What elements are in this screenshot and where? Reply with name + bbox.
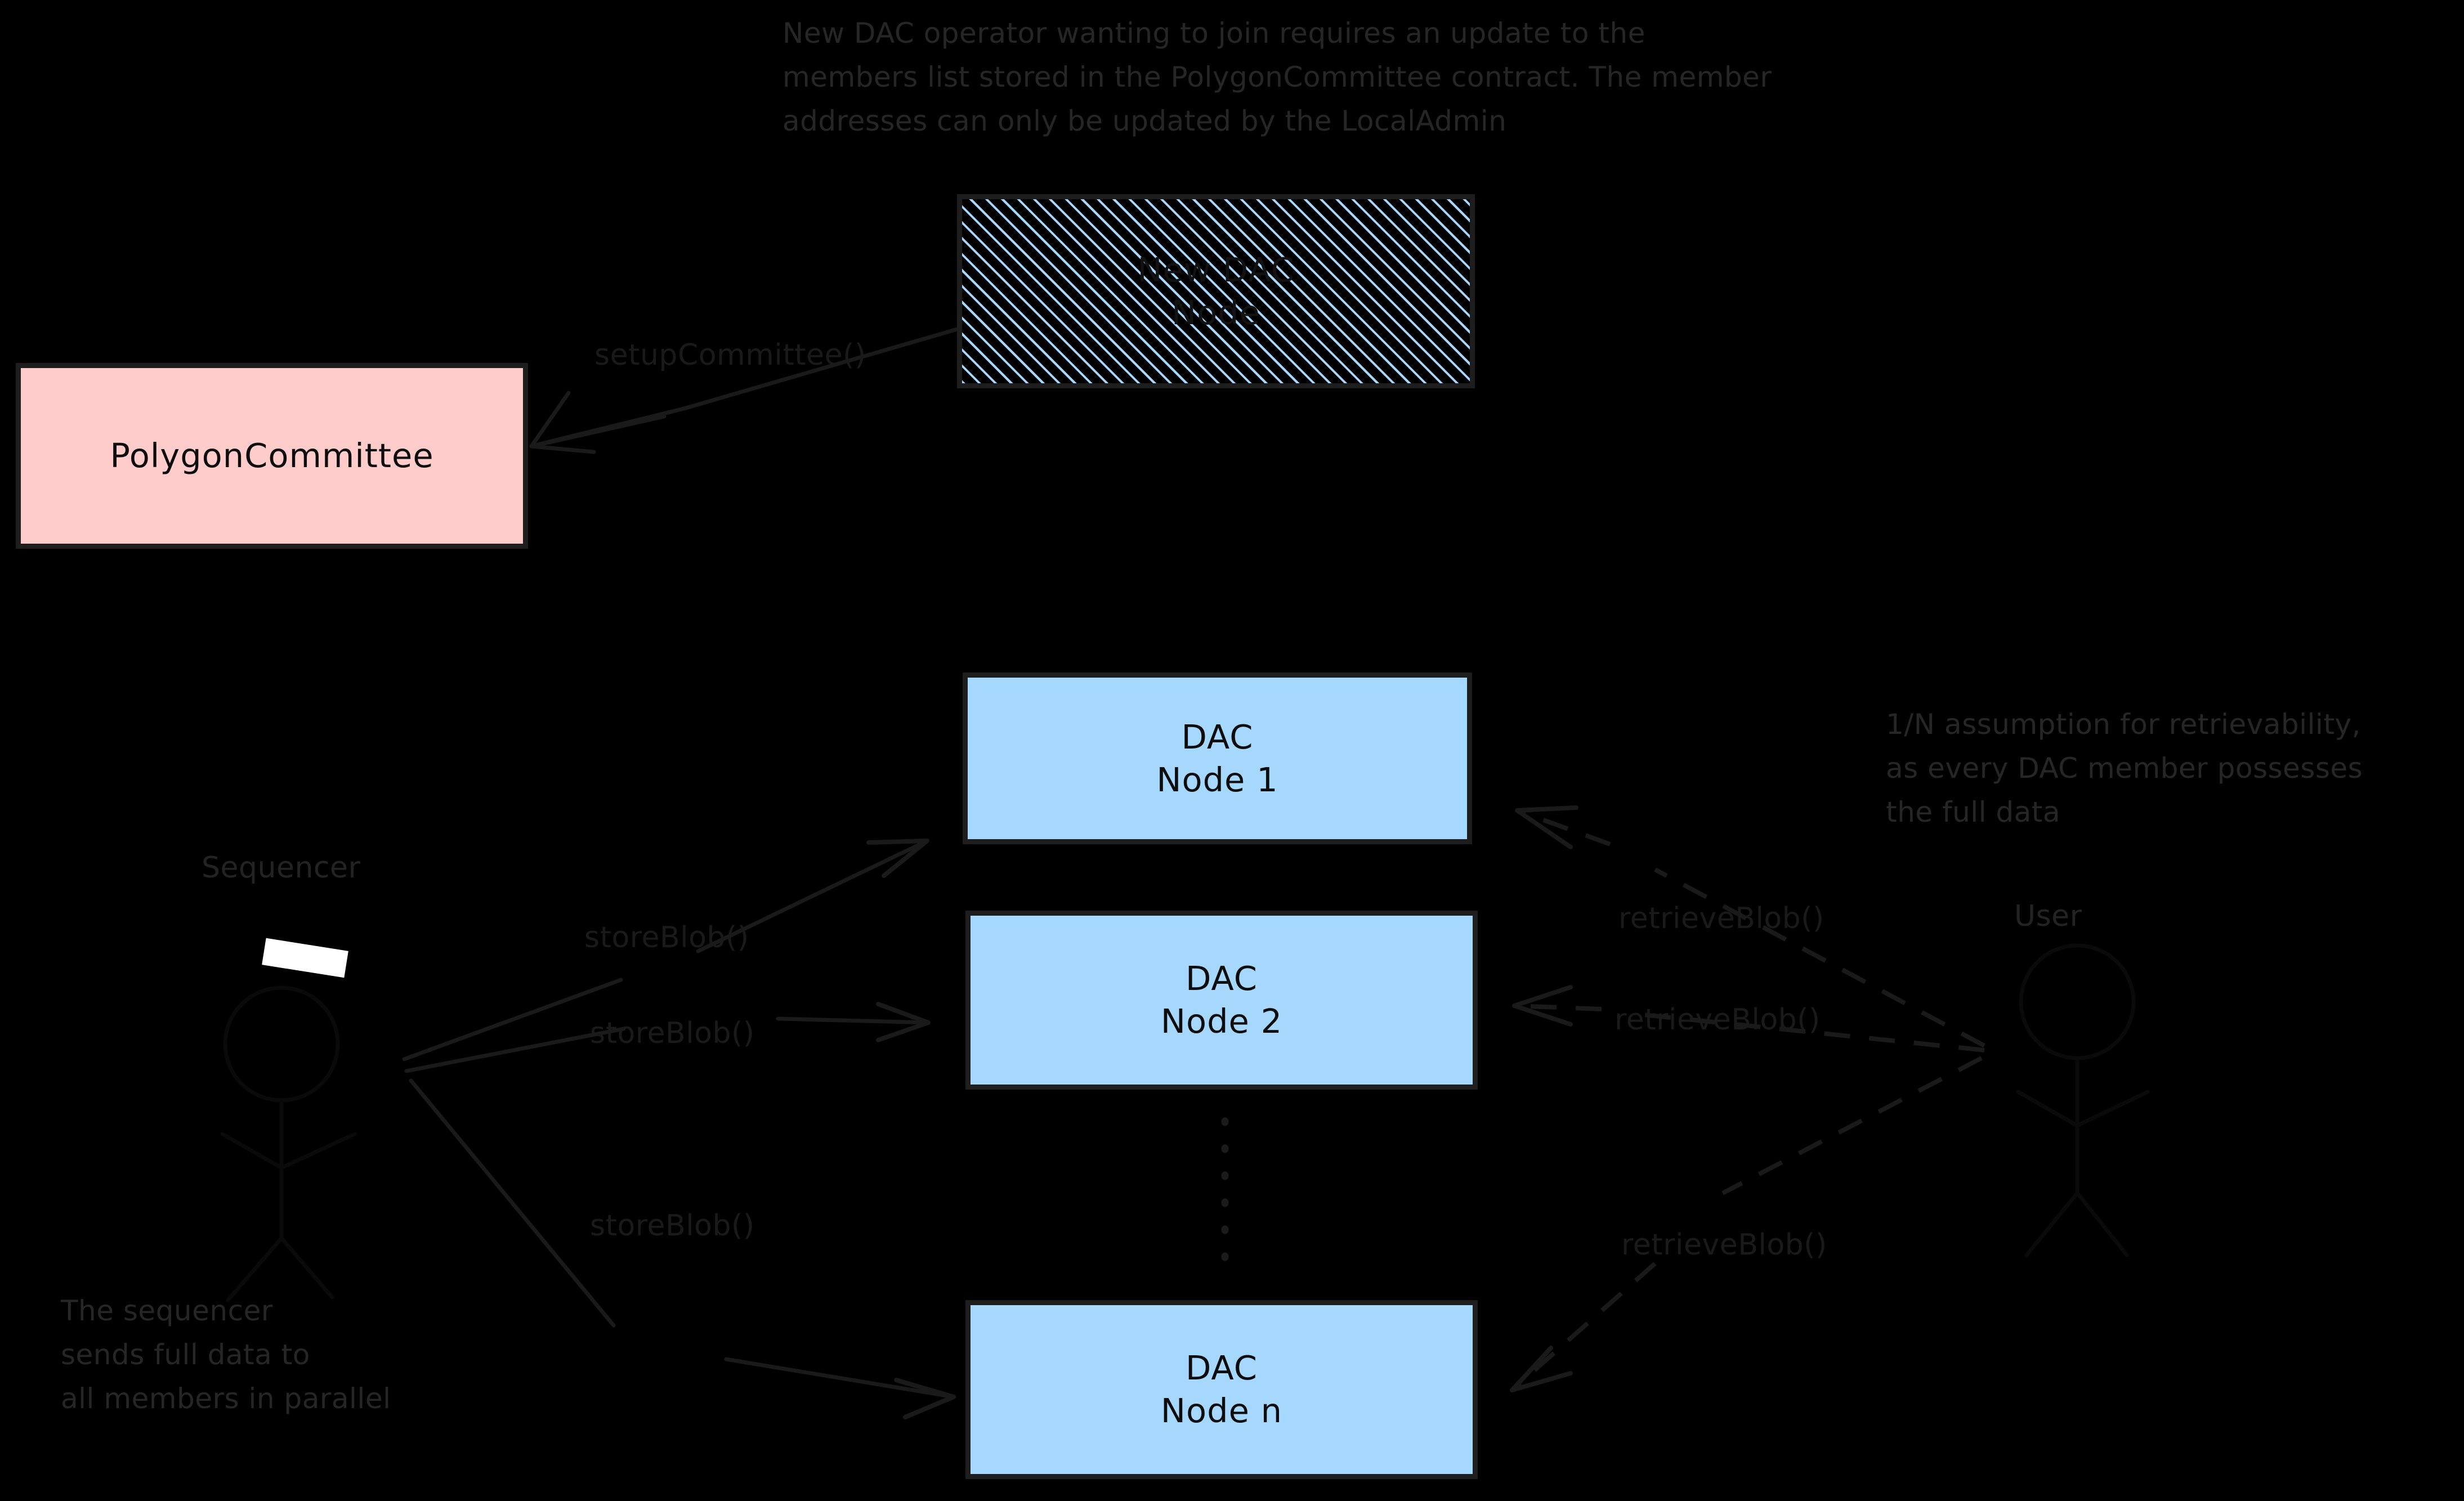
dac-node-2-line-1: DAC	[1186, 959, 1258, 998]
edge-label-retrieve-blob-n: retrieveBlob()	[1621, 1228, 1827, 1262]
annotation-top-note: New DAC operator wanting to join require…	[782, 17, 1772, 137]
sequencer-figure	[220, 985, 357, 1302]
edge-retrieve-blob-n	[1510, 1056, 1983, 1392]
node-new-dac-node[interactable]: New DAC Node	[957, 194, 1475, 388]
dac-node-1-line-1: DAC	[1181, 717, 1254, 756]
actor-label-user: User	[2014, 899, 2082, 933]
new-dac-node-line-1: New DAC	[1137, 250, 1295, 289]
edge-label-store-blob-n: storeBlob()	[590, 1209, 755, 1243]
edge-label-setup-committee: setupCommittee()	[594, 338, 866, 372]
edge-label-retrieve-blob-1: retrieveBlob()	[1618, 902, 1824, 935]
dac-node-n-line-2: Node n	[1160, 1391, 1283, 1430]
new-dac-node-line-2: Node	[1171, 293, 1260, 332]
node-dac-node-1[interactable]: DAC Node 1	[963, 673, 1472, 844]
annotation-bottom-left-note: The sequencer sends full data to all mem…	[61, 1294, 391, 1415]
edge-label-retrieve-blob-2: retrieveBlob()	[1615, 1003, 1821, 1037]
polygon-committee-label: PolygonCommittee	[110, 436, 434, 476]
annotation-right-note: 1/N assumption for retrievability, as ev…	[1886, 708, 2363, 828]
node-polygon-committee[interactable]: PolygonCommittee	[16, 363, 528, 549]
user-figure	[2016, 943, 2150, 1257]
dac-node-n-line-1: DAC	[1186, 1348, 1258, 1388]
sequencer-head-sticker	[262, 938, 348, 978]
actor-label-sequencer: Sequencer	[202, 851, 361, 885]
edge-label-store-blob-2: storeBlob()	[590, 1016, 755, 1050]
dac-node-2-line-2: Node 2	[1160, 1002, 1283, 1041]
node-dac-node-n[interactable]: DAC Node n	[965, 1300, 1478, 1479]
edge-label-store-blob-1: storeBlob()	[584, 921, 749, 955]
node-dac-node-2[interactable]: DAC Node 2	[965, 911, 1478, 1090]
dac-node-1-line-2: Node 1	[1156, 760, 1278, 799]
